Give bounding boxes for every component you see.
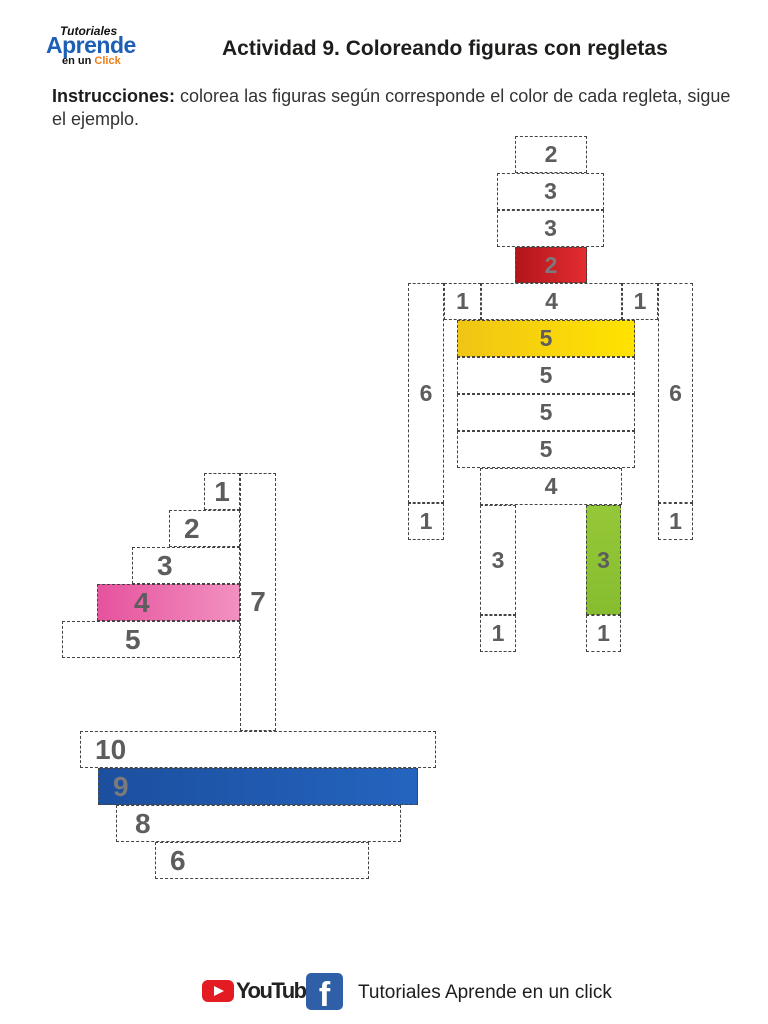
robot-foot-left: 1 — [480, 615, 516, 652]
logo-sub-a: en un — [62, 55, 95, 67]
robot-body-3-label: 5 — [539, 399, 553, 425]
stairs-step-2: 2 — [169, 510, 240, 547]
robot-leg-left: 3 — [480, 505, 516, 615]
stairs-step-5-label: 5 — [125, 623, 141, 655]
robot-hand-left-label: 1 — [419, 508, 433, 534]
robot-waist: 4 — [480, 468, 622, 505]
robot-shoulder-center-label: 4 — [545, 288, 558, 314]
stairs-step-4-label: 4 — [134, 586, 150, 618]
robot-shoulder-left: 1 — [444, 283, 481, 320]
robot-foot-right-label: 1 — [597, 620, 610, 646]
footer: YouTube f Tutoriales Aprende en un click — [0, 968, 768, 1018]
stairs-pole: 7 — [240, 473, 276, 731]
robot-leg-right: 3 — [586, 505, 621, 615]
robot-shoulder-left-label: 1 — [456, 288, 469, 314]
stairs-pole-label: 7 — [250, 586, 266, 617]
robot-leg-left-label: 3 — [491, 546, 505, 573]
robot-hand-right: 1 — [658, 503, 693, 540]
robot-body-2-label: 5 — [539, 362, 553, 388]
channel-name: Tutoriales Aprende en un click — [358, 982, 612, 1003]
youtube-label: YouTube — [236, 978, 318, 1003]
logo-small-text: Tutoriales — [60, 24, 118, 38]
stairs-base-3: 8 — [116, 805, 401, 842]
stairs-base-1-label: 10 — [95, 733, 127, 765]
stairs-base-3-label: 8 — [135, 807, 151, 839]
stairs-base-2: 9 — [98, 768, 418, 805]
robot-hat-1-label: 3 — [544, 178, 557, 204]
robot-arm-right-label: 6 — [669, 379, 682, 406]
instructions-label: Instrucciones: — [52, 86, 176, 106]
stairs-step-3: 3 — [132, 547, 240, 584]
robot-shoulder-center: 4 — [481, 283, 622, 320]
instructions: Instrucciones: colorea las figuras según… — [52, 85, 742, 131]
robot-neck-label: 2 — [544, 251, 558, 278]
robot-waist-label: 4 — [544, 473, 558, 499]
stairs-step-3-label: 3 — [157, 549, 173, 581]
stairs-step-4: 4 — [97, 584, 240, 621]
robot-hat-2: 3 — [497, 210, 604, 247]
robot-body-3: 5 — [457, 394, 635, 431]
robot-body-1-label: 5 — [539, 325, 553, 351]
robot-hat-2-label: 3 — [544, 215, 557, 241]
facebook-icon: f — [306, 973, 343, 1010]
robot-shoulder-right: 1 — [622, 283, 658, 320]
robot-body-1: 5 — [457, 320, 635, 357]
robot-foot-right: 1 — [586, 615, 621, 652]
stairs-base-4: 6 — [155, 842, 369, 879]
instructions-text: colorea las figuras según corresponde el… — [52, 86, 731, 129]
logo-sub-text: en un Click — [62, 55, 121, 67]
stairs-step-2-label: 2 — [184, 512, 200, 544]
robot-arm-right: 6 — [658, 283, 693, 503]
robot-hat-1: 3 — [497, 173, 604, 210]
robot-arm-left: 6 — [408, 283, 444, 503]
stairs-step-5: 5 — [62, 621, 240, 658]
robot-hand-right-label: 1 — [669, 508, 682, 534]
stairs-base-2-label: 9 — [113, 770, 129, 802]
robot-body-2: 5 — [457, 357, 635, 394]
robot-body-4-label: 5 — [539, 436, 553, 462]
robot-arm-left-label: 6 — [419, 379, 433, 406]
robot-shoulder-right-label: 1 — [633, 288, 647, 314]
stairs-step-1: 1 — [204, 473, 240, 510]
stairs-base-1: 10 — [80, 731, 436, 768]
logo-main-text: Aprende — [46, 32, 136, 58]
logo-sub-b: Click — [94, 55, 121, 67]
youtube-icon — [202, 980, 234, 1002]
page-title: Actividad 9. Coloreando figuras con regl… — [222, 37, 668, 60]
stairs-step-1-label: 1 — [214, 475, 230, 507]
robot-hat-top: 2 — [515, 136, 587, 173]
robot-foot-left-label: 1 — [491, 620, 505, 646]
robot-body-4: 5 — [457, 431, 635, 468]
robot-neck: 2 — [515, 247, 587, 283]
robot-hand-left: 1 — [408, 503, 444, 540]
stairs-base-4-label: 6 — [170, 844, 186, 876]
robot-leg-right-label: 3 — [597, 546, 610, 573]
robot-hat-top-label: 2 — [544, 141, 558, 167]
brand-logo: Tutoriales Aprende en un Click — [44, 24, 140, 68]
